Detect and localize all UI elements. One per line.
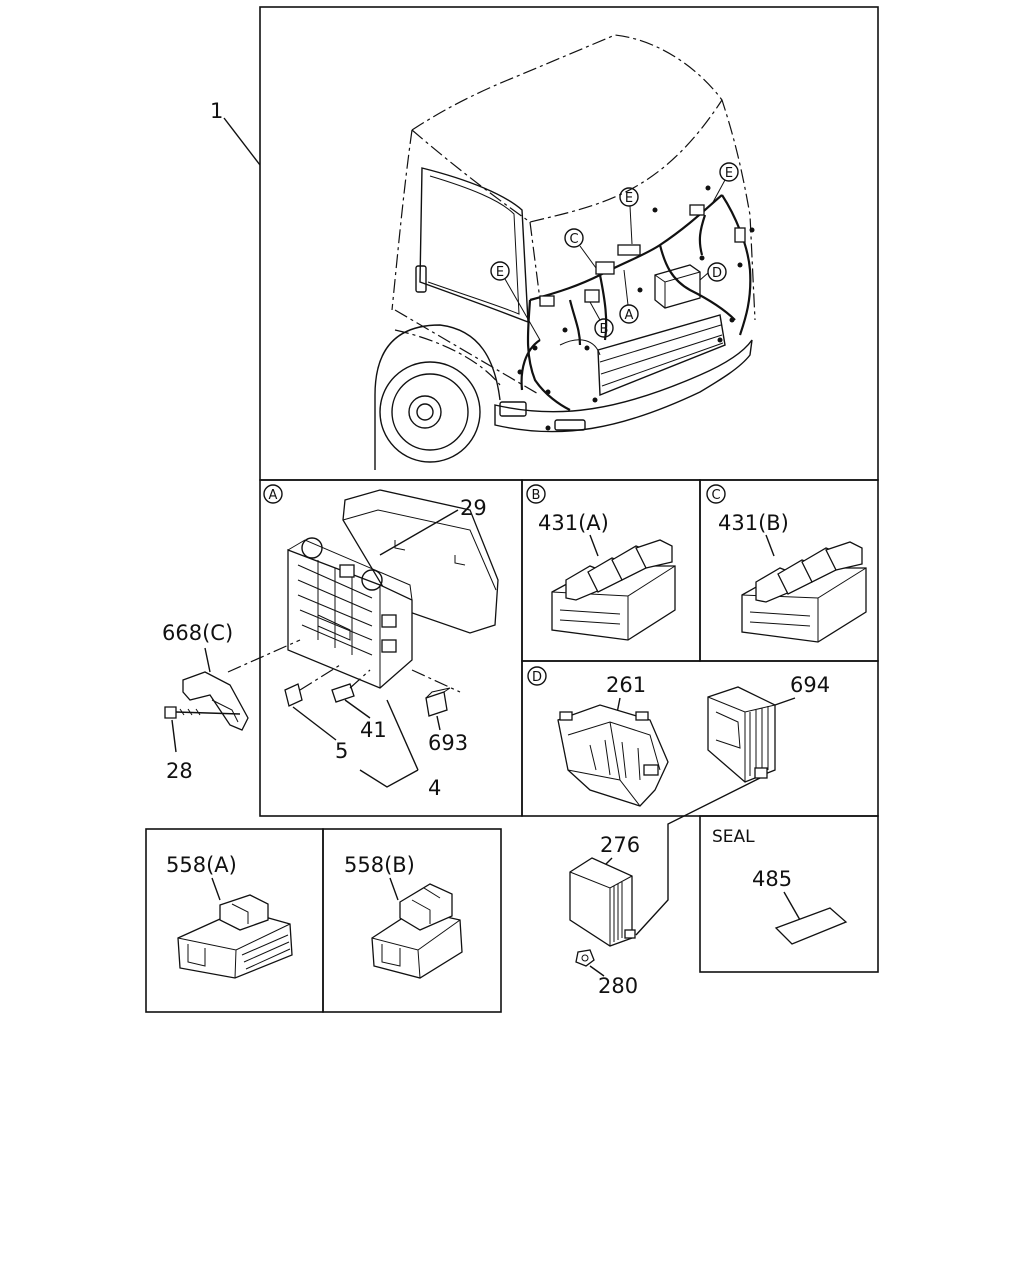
- truck-cab-illustration: [374, 34, 756, 470]
- callout-41: 41: [360, 718, 387, 742]
- bolt-28: [164, 706, 177, 719]
- front-grille: [597, 314, 726, 397]
- seal-panel-content: SEAL 485: [712, 827, 848, 945]
- svg-text:D: D: [712, 266, 722, 281]
- svg-text:E: E: [496, 265, 504, 280]
- panel-b-content: B 431(A): [526, 484, 676, 641]
- panel-558b-content: 558(B): [344, 853, 463, 979]
- svg-text:A: A: [269, 488, 278, 503]
- marker-a-cab: A: [619, 269, 639, 324]
- ecu-276: [569, 857, 633, 947]
- marker-e-left: E: [490, 261, 541, 341]
- callout-28: 28: [166, 759, 193, 783]
- panel-558a-content: 558(A): [166, 853, 293, 979]
- callout-558a: 558(A): [166, 853, 237, 877]
- ecu-tray-261: [557, 704, 669, 807]
- panel-558b: [322, 828, 502, 1013]
- marker-b-cab: B: [589, 301, 614, 338]
- marker-d-cab: D: [699, 262, 727, 282]
- svg-text:E: E: [725, 166, 733, 181]
- callout-485: 485: [752, 867, 792, 891]
- panel-frames: [145, 6, 879, 1013]
- callout-261: 261: [606, 673, 646, 697]
- svg-text:E: E: [625, 191, 633, 206]
- svg-text:C: C: [569, 232, 578, 247]
- ecu-box: [654, 264, 701, 309]
- panel-d-marker: D: [527, 666, 547, 686]
- callout-280: 280: [598, 974, 638, 998]
- callout-1: 1: [210, 99, 223, 123]
- callout-276: 276: [600, 833, 640, 857]
- panel-seal: [699, 815, 879, 973]
- cab-outline: [411, 34, 756, 321]
- callout-431a: 431(A): [538, 511, 609, 535]
- cover-29: [342, 489, 499, 634]
- svg-text:D: D: [532, 670, 542, 685]
- svg-text:B: B: [532, 488, 541, 503]
- panel-c-marker: C: [706, 484, 726, 504]
- ecu-cover-694: [707, 686, 776, 783]
- cab-reference-markers: E C E E B A D: [490, 162, 739, 341]
- relay-693: [425, 691, 448, 717]
- front-bumper: [494, 339, 753, 433]
- panel-c-content: C 431(B): [706, 484, 867, 643]
- svg-text:B: B: [600, 322, 609, 337]
- callout-694: 694: [790, 673, 830, 697]
- callout-29: 29: [460, 496, 487, 520]
- callout-668c: 668(C): [162, 621, 233, 645]
- svg-text:C: C: [711, 488, 720, 503]
- callout-431b: 431(B): [718, 511, 789, 535]
- panel-d-content: D 261 694: [527, 666, 830, 807]
- seal-heading: SEAL: [712, 827, 755, 847]
- callout-693: 693: [428, 731, 468, 755]
- marker-c-cab: C: [564, 228, 597, 269]
- relay-41: [331, 683, 355, 703]
- nut-280: [575, 949, 595, 967]
- bracket-668c: [182, 671, 249, 731]
- panel-b-marker: B: [526, 484, 546, 504]
- panel-a-content: A 29 41 5 693 4: [227, 484, 499, 800]
- marker-e-right: E: [711, 162, 739, 205]
- fuse-5: [284, 683, 303, 707]
- callout-558b: 558(B): [344, 853, 415, 877]
- seal-label-485: [774, 907, 848, 945]
- front-wheel: [379, 361, 481, 463]
- ecu-group: 276 280: [569, 777, 761, 998]
- marker-e-top: E: [619, 187, 639, 245]
- callout-4: 4: [428, 776, 441, 800]
- panel-a-marker: A: [263, 484, 283, 504]
- callout-5: 5: [335, 739, 348, 763]
- svg-text:A: A: [625, 308, 634, 323]
- bracket-group: 668(C) 28: [162, 621, 249, 783]
- wiring-harness: [529, 194, 723, 302]
